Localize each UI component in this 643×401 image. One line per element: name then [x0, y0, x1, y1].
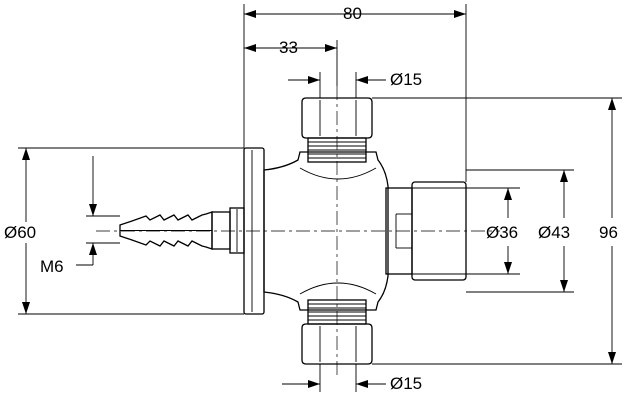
dim-label-flange-diameter: Ø60: [4, 223, 36, 242]
dim-top-port: [288, 72, 386, 98]
valve-assembly: [96, 86, 500, 376]
dim-label-button-diameter: Ø36: [486, 223, 518, 242]
dim-overall-width: [243, 4, 467, 182]
dim-button-diameter: [388, 187, 520, 275]
dimension-lines: 80 33 Ø15 Ø15: [4, 4, 622, 393]
expansion-anchor: [119, 207, 245, 254]
dim-overall-height: [372, 97, 622, 365]
dim-label-cap-diameter: Ø43: [538, 223, 570, 242]
dim-flange-diameter: [18, 147, 244, 315]
dim-label-overall-width: 80: [343, 4, 362, 23]
dim-label-overall-height: 96: [599, 223, 618, 242]
dim-label-bottom-port: Ø15: [390, 374, 422, 393]
dim-inlet-offset: [244, 40, 338, 86]
dim-label-inlet-offset: 33: [279, 38, 298, 57]
dim-label-screw-thread: M6: [40, 257, 64, 276]
valve-body: [263, 151, 389, 311]
dim-label-top-port: Ø15: [390, 70, 422, 89]
dim-bottom-port: [282, 364, 386, 392]
dim-cap-diameter: [466, 169, 574, 293]
dim-screw-thread: [76, 156, 120, 266]
